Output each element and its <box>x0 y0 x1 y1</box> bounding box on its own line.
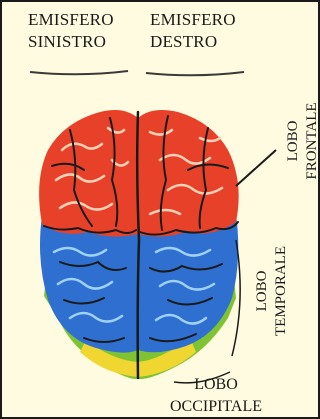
left-hemisphere-underline <box>30 71 128 74</box>
right-hemisphere-underline <box>146 72 244 75</box>
occipital-lobe-line2: OCCIPITALE <box>150 396 282 418</box>
temporal-lobe-label: LOBO TEMPORALE <box>253 231 291 351</box>
occipital-lobe-line1: LOBO <box>150 374 282 396</box>
frontal-lobe-label: LOBO FRONTALE <box>284 86 320 196</box>
temporal-lobe-line1: LOBO <box>253 231 272 351</box>
frontal-pointer-line <box>236 150 276 186</box>
temporal-lobe-line2: TEMPORALE <box>272 231 291 351</box>
occipital-lobe-label: LOBO OCCIPITALE <box>150 374 282 418</box>
frontal-lobe-line2: FRONTALE <box>303 86 320 196</box>
frontal-lobe-line1: LOBO <box>284 86 303 196</box>
